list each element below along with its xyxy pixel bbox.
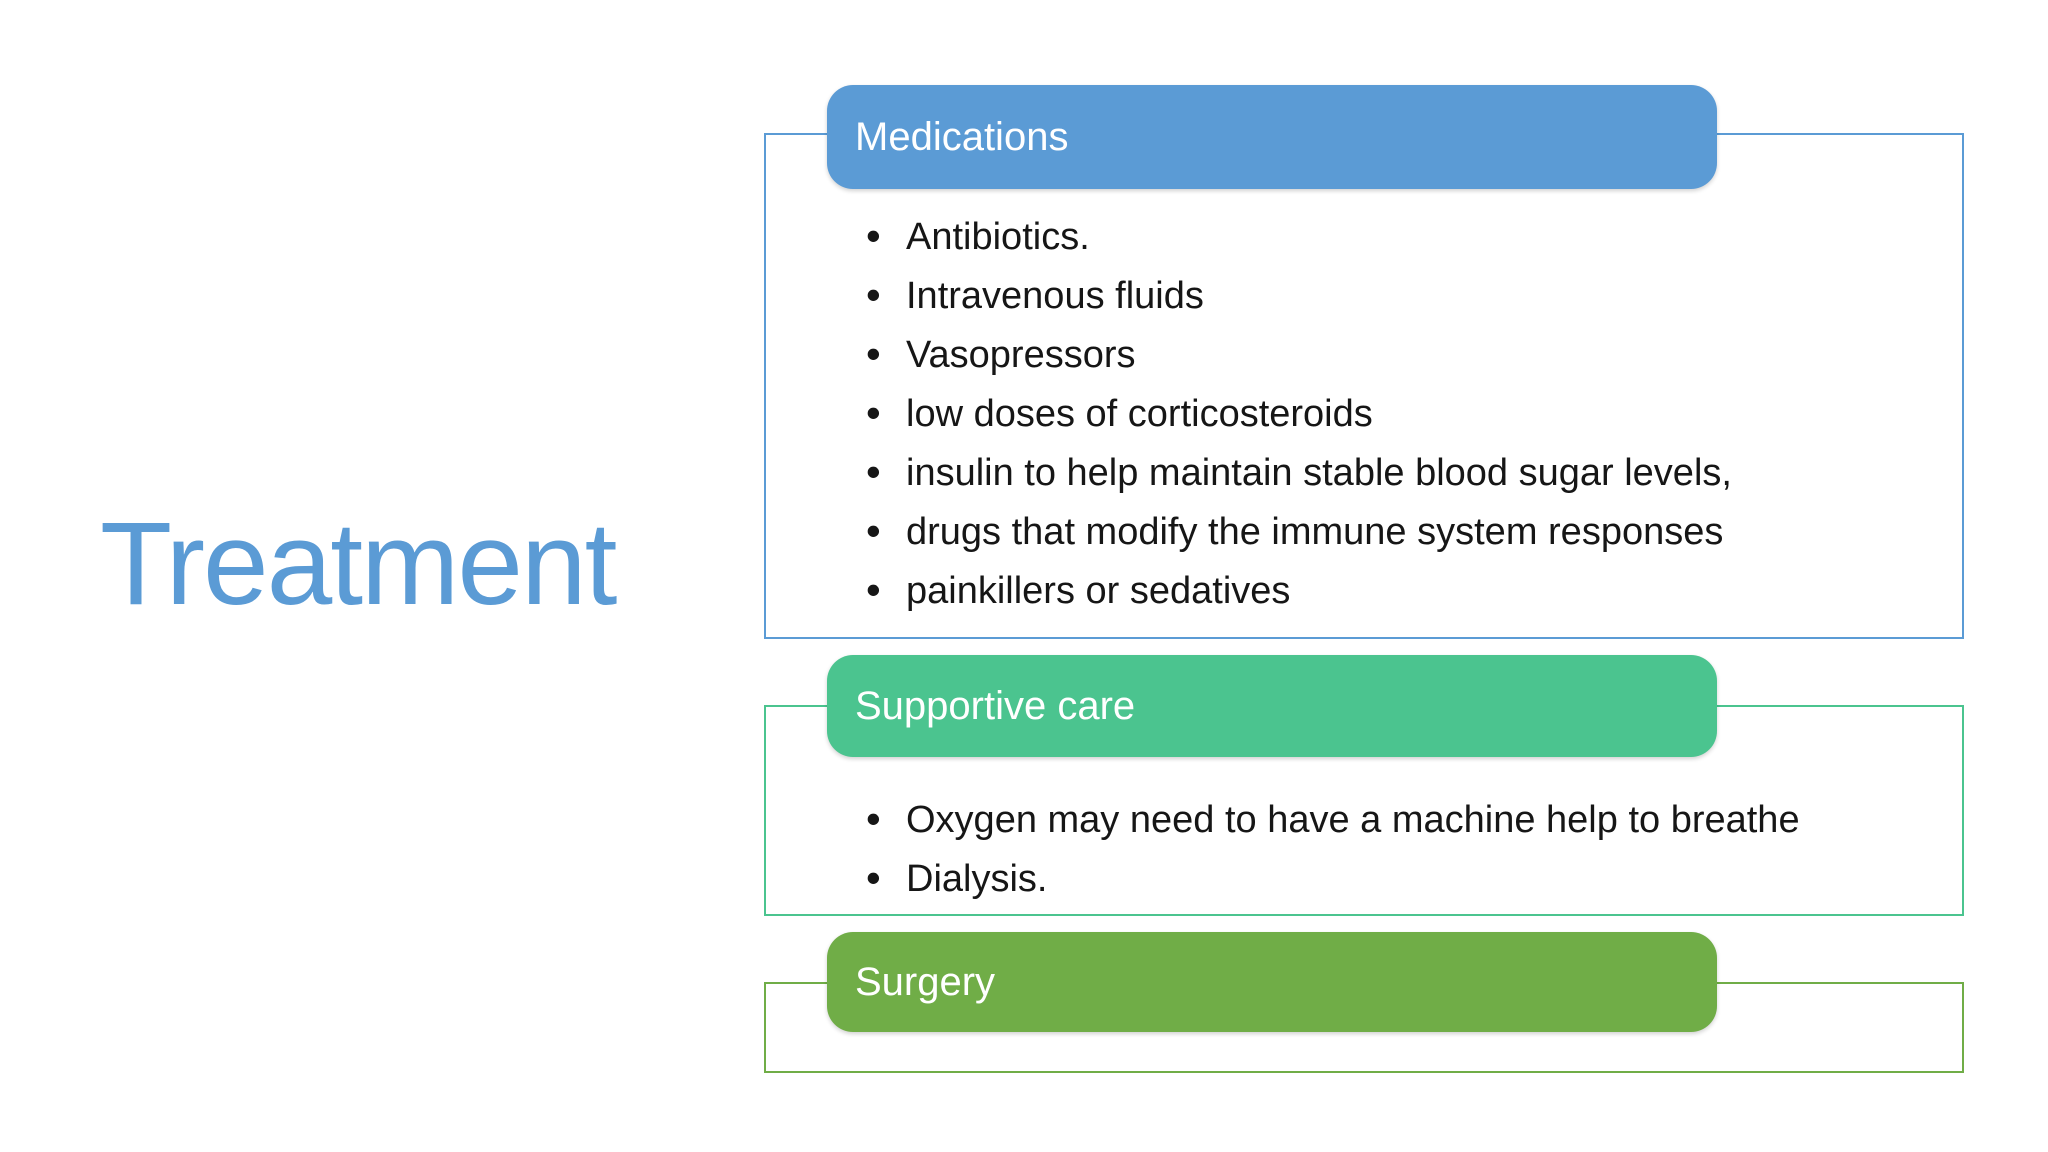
bullet-item: Antibiotics. <box>866 206 1922 267</box>
supportive-care-bullet-list: Oxygen may need to have a machine help t… <box>766 707 1962 909</box>
bullet-item: painkillers or sedatives <box>866 560 1922 621</box>
bullet-item: Vasopressors <box>866 324 1922 385</box>
medications-header-label: Medications <box>855 114 1069 159</box>
medications-header-badge[interactable]: Medications <box>827 85 1717 189</box>
bullet-item: Oxygen may need to have a machine help t… <box>866 789 1922 850</box>
surgery-header-badge[interactable]: Surgery <box>827 932 1717 1032</box>
slide-title: Treatment <box>100 498 617 630</box>
bullet-item: low doses of corticosteroids <box>866 383 1922 444</box>
medications-bullet-list: Antibiotics.Intravenous fluidsVasopresso… <box>766 135 1962 621</box>
medications-content-box: Antibiotics.Intravenous fluidsVasopresso… <box>764 133 1964 639</box>
supportive-care-header-label: Supportive care <box>855 683 1136 728</box>
surgery-header-label: Surgery <box>855 959 996 1004</box>
supportive-care-header-badge[interactable]: Supportive care <box>827 655 1717 757</box>
bullet-item: insulin to help maintain stable blood su… <box>866 442 1922 503</box>
bullet-item: Intravenous fluids <box>866 265 1922 326</box>
bullet-item: drugs that modify the immune system resp… <box>866 501 1922 562</box>
bullet-item: Dialysis. <box>866 848 1922 909</box>
